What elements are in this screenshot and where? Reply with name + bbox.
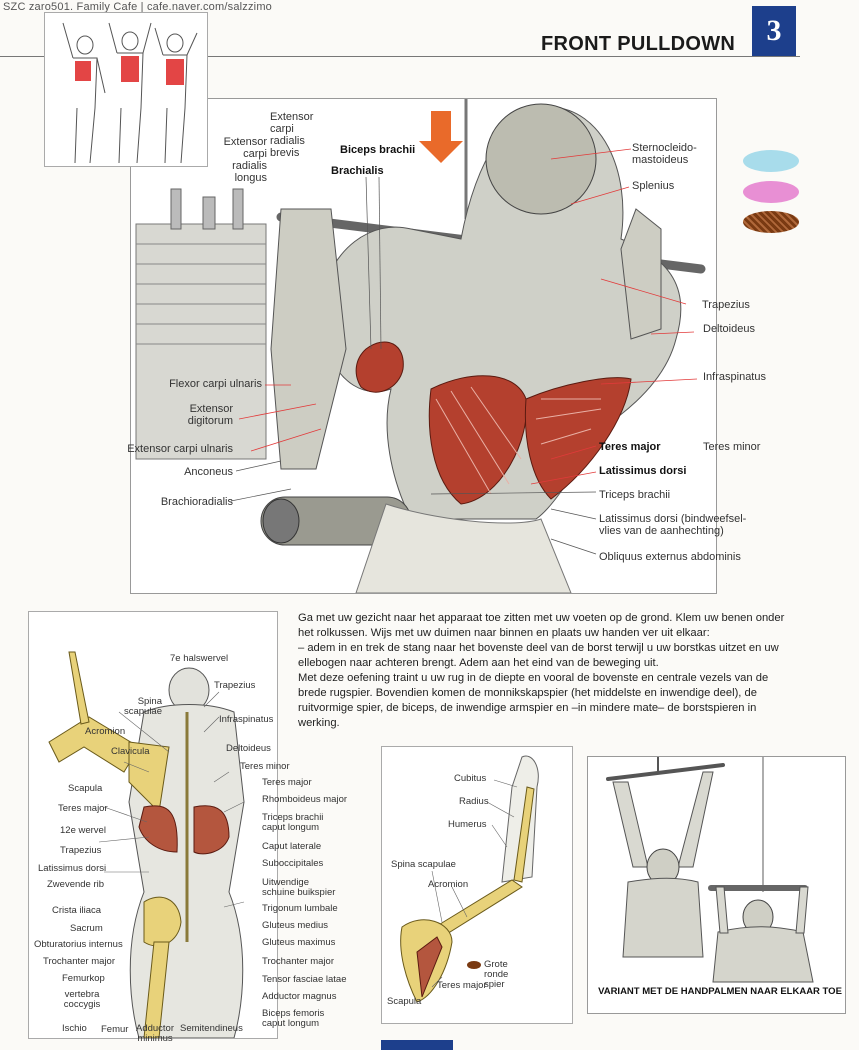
description-paragraph-2: – adem in en trek de stang naar het bove…: [298, 642, 779, 669]
label-scapula: Scapula: [68, 783, 103, 794]
main-illustration-frame: [130, 98, 717, 594]
legend-oval-pink: [743, 181, 799, 203]
label-clavicula: Clavicula: [111, 746, 150, 757]
label-splenius: Splenius: [632, 180, 675, 192]
main-illustration: [135, 99, 706, 593]
label-spina-scapulae: Spina scapulae: [123, 696, 162, 717]
anatomy-back-illustration: [48, 651, 245, 1038]
label-crista-iliaca: Crista iliaca: [52, 905, 102, 916]
watermark: SZC zaro501. Family Cafe | cafe.naver.co…: [3, 1, 273, 13]
label-infraspinatus: Infraspinatus: [703, 371, 766, 383]
label-latissimus-dorsi-bindweefsel: Latissimus dorsi (bindweefsel-vlies van …: [599, 513, 747, 537]
label-acromion: Acromion: [85, 726, 126, 737]
anatomy-back-frame: [28, 611, 278, 1039]
label-gluteus-maximus: Gluteus maximus: [262, 937, 336, 948]
label-teres-major-right: Teres major: [262, 777, 312, 788]
label-trapezius-left: Trapezius: [60, 845, 102, 856]
page-title: FRONT PULLDOWN: [541, 33, 736, 55]
label-femur: Femur: [101, 1024, 129, 1035]
description-paragraph-3: Met deze oefening traint u uw rug in de …: [298, 672, 769, 729]
legend-oval-brown: [743, 211, 799, 233]
label-triceps-caput-longum: Triceps brachii caput longum: [262, 812, 324, 833]
label-adductor-minimus: Adductor minimus: [135, 1023, 175, 1044]
label-radius: Radius: [459, 796, 489, 807]
label-gluteus-medius: Gluteus medius: [262, 920, 329, 931]
label-extensor-carpi-radialis-brevis: Extensor carpi radialis brevis: [270, 111, 314, 159]
label-12e-wervel: 12e wervel: [60, 825, 106, 836]
label-uitwendige-schuine-buikspier: Uitwendige schuine buikspier: [262, 877, 336, 898]
label-teres-minor-right: Teres minor: [240, 761, 290, 772]
label-extensor-carpi-radialis-longus: Extensor carpi radialis longus: [223, 136, 267, 184]
label-ischio: Ischio: [62, 1023, 87, 1034]
label-trochanter-major-right: Trochanter major: [262, 956, 334, 967]
label-grote-ronde-spier: Grote ronde spier: [484, 959, 509, 990]
label-scapula-fig: Scapula: [387, 996, 422, 1007]
label-spina-scapulae-fig: Spina scapulae: [391, 859, 456, 870]
label-zwevende-rib: Zwevende rib: [47, 879, 105, 890]
label-adductor-magnus: Adductor magnus: [262, 991, 337, 1002]
label-deltoideus: Deltoideus: [703, 323, 755, 335]
variant-figure-frame: [587, 756, 846, 1014]
header-rule: [0, 56, 800, 57]
label-latissimus-dorsi: Latissimus dorsi: [599, 465, 687, 477]
label-7e-halswervel: 7e halswervel: [170, 653, 229, 664]
label-obliquus-externus: Obliquus externus abdominis: [599, 551, 741, 563]
label-extensor-digitorum: Extensor digitorum: [187, 403, 233, 427]
label-deltoideus-right: Deltoideus: [226, 743, 271, 754]
label-acromion-fig: Acromion: [428, 879, 469, 890]
page-footer-bar: [381, 1040, 453, 1050]
label-biceps-brachii: Biceps brachii: [340, 144, 416, 156]
label-obturatorius-internus: Obturatorius internus: [34, 939, 123, 950]
label-vertebra-coccygis: vertebra coccygis: [63, 989, 101, 1010]
label-tensor-fasciae-latae: Tensor fasciae latae: [262, 974, 347, 985]
label-teres-minor: Teres minor: [703, 441, 761, 453]
label-extensor-carpi-ulnaris: Extensor carpi ulnaris: [127, 443, 233, 455]
label-humerus: Humerus: [448, 819, 487, 830]
legend-oval-blue: [743, 150, 799, 172]
variant-caption: VARIANT MET DE HANDPALMEN NAAR ELKAAR TO…: [598, 986, 842, 997]
label-sternocleidomastoideus: Sternocleido-mastoideus: [632, 142, 697, 166]
label-semitendineus: Semitendineus: [180, 1023, 243, 1034]
label-suboccipitales: Suboccipitales: [262, 858, 324, 869]
label-caput-laterale: Caput laterale: [262, 841, 322, 852]
description-paragraph-1: Ga met uw gezicht naar het apparaat toe …: [298, 612, 785, 639]
variant-grip-illustration: [606, 757, 814, 983]
label-teres-major-left: Teres major: [58, 803, 108, 814]
label-anconeus: Anconeus: [184, 466, 233, 478]
label-latissimus-dorsi-left: Latissimus dorsi: [38, 863, 107, 874]
label-brachioradialis: Brachioradialis: [160, 496, 233, 508]
label-sacrum: Sacrum: [70, 923, 103, 934]
scapula-arm-illustration: [400, 755, 539, 1003]
page-number-badge: 3: [752, 6, 796, 56]
label-biceps-femoris-caput-longum: Biceps femoris caput longum: [262, 1008, 325, 1029]
label-cubitus: Cubitus: [454, 773, 487, 784]
label-rhomboideus-major: Rhomboideus major: [262, 794, 348, 805]
label-trigonum-lumbale: Trigonum lumbale: [262, 903, 338, 914]
label-flexor-carpi-ulnaris: Flexor carpi ulnaris: [169, 378, 262, 390]
muscle-overview-thumbnail: [44, 12, 208, 167]
label-trochanter-major-left: Trochanter major: [43, 956, 115, 967]
label-brachialis: Brachialis: [331, 165, 384, 177]
label-teres-major-fig: Teres major: [437, 980, 487, 991]
label-femurkop: Femurkop: [62, 973, 105, 984]
label-infraspinatus-right: Infraspinatus: [219, 714, 274, 725]
label-teres-major: Teres major: [599, 441, 661, 453]
muscle-overview-figures: [62, 22, 198, 164]
label-trapezius: Trapezius: [702, 299, 750, 311]
scapula-arm-frame: [381, 746, 573, 1024]
exercise-description: Ga met uw gezicht naar het apparaat toe …: [298, 611, 798, 731]
label-triceps-brachii: Triceps brachii: [599, 489, 671, 501]
label-trapezius-right: Trapezius: [214, 680, 256, 691]
